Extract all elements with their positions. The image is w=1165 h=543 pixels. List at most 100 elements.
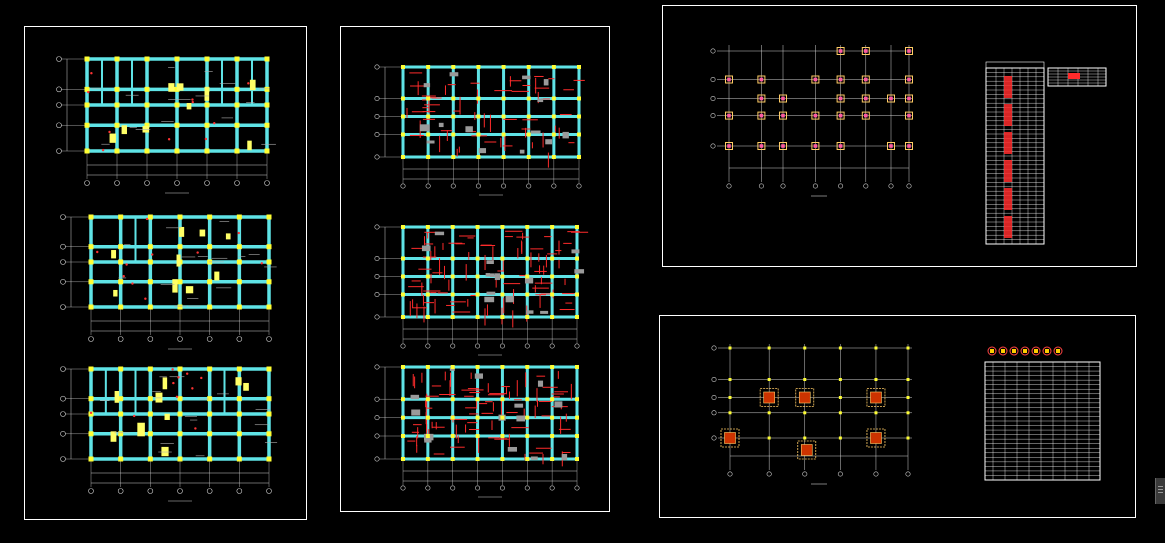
column-marker: [401, 114, 405, 119]
column-marker: [575, 225, 579, 229]
column-marker: [575, 434, 579, 438]
grid-bubble: [56, 56, 62, 62]
section-marker: [108, 130, 111, 134]
column-marker: [501, 155, 506, 159]
footing-section-icon: [1009, 346, 1019, 356]
section-marker: [175, 395, 179, 399]
column-marker: [550, 415, 555, 420]
column-marker: [177, 279, 183, 285]
detail-block: [478, 148, 487, 154]
footing-detail-icons: [987, 346, 1063, 356]
detail-block: [519, 149, 525, 154]
column-marker: [577, 114, 581, 119]
column-marker: [501, 114, 506, 119]
footing-section-core: [1045, 349, 1049, 353]
footing-section-icon: [1020, 346, 1030, 356]
column-marker: [575, 397, 579, 402]
grid-bubble: [711, 345, 717, 351]
foundation-plan-svg: [711, 344, 1101, 485]
grid-bubble: [574, 485, 580, 491]
column-section-detail: [1004, 160, 1012, 182]
foundation-table: [984, 361, 1101, 481]
column-marker: [476, 114, 481, 119]
column-marker: [450, 274, 455, 279]
beam-label-tag: [164, 413, 170, 420]
grid-bubble: [400, 183, 406, 189]
column-outline: [836, 47, 845, 55]
column-marker: [550, 292, 555, 297]
beam-label-tag: [186, 103, 192, 110]
column-marker: [767, 436, 771, 440]
column-marker: [114, 122, 120, 128]
floor-beam-plans-svg: [56, 56, 278, 502]
column-marker: [207, 456, 213, 462]
footing-pad: [800, 444, 813, 456]
grid-bubble: [905, 471, 911, 477]
section-marker: [144, 297, 147, 300]
column-marker: [204, 56, 210, 62]
column-marker: [401, 274, 405, 279]
detail-block: [449, 72, 459, 77]
column-core: [759, 96, 764, 101]
section-marker: [213, 121, 216, 125]
section-marker: [191, 387, 194, 390]
grid-bubble: [475, 343, 481, 349]
drawing-sheet-column-layout[interactable]: [662, 5, 1137, 267]
section-marker: [89, 411, 93, 415]
column-marker: [236, 366, 242, 372]
section-marker: [125, 263, 128, 266]
column-marker: [425, 365, 430, 369]
column-schedule-table: [985, 61, 1045, 245]
section-marker: [96, 250, 99, 254]
column-outline: [836, 142, 845, 150]
column-outline: [905, 94, 913, 103]
column-marker: [236, 244, 242, 250]
column-marker: [88, 396, 94, 402]
grid-bubble: [236, 488, 243, 494]
footing-section-core: [1056, 349, 1060, 353]
column-marker: [550, 256, 555, 261]
column-marker: [838, 436, 842, 440]
column-marker: [88, 214, 94, 220]
grid-bubble: [576, 183, 582, 189]
column-core: [759, 113, 764, 118]
grid-bubble: [726, 183, 732, 189]
column-marker: [475, 225, 480, 229]
column-marker: [401, 457, 405, 461]
column-marker: [525, 397, 530, 402]
column-marker: [266, 279, 272, 285]
grid-bubble: [60, 395, 66, 402]
column-marker: [475, 292, 480, 297]
column-marker: [728, 411, 732, 415]
grid-bubble: [374, 224, 380, 230]
column-section-detail: [1004, 132, 1012, 154]
drawing-sheet-slab-reinforcement[interactable]: [340, 26, 610, 512]
beam-label-tag: [109, 133, 116, 143]
drawing-sheet-foundation-plan[interactable]: [659, 315, 1136, 518]
column-marker: [266, 244, 272, 250]
grid-bubble: [838, 183, 844, 189]
viewport-scroll-handle[interactable]: grip-lines-icon: [1155, 478, 1165, 504]
grid-bubble: [144, 180, 150, 186]
column-core: [727, 113, 731, 118]
column-marker: [177, 244, 183, 250]
section-marker: [167, 138, 171, 141]
beam-label-tag: [179, 226, 185, 237]
column-marker: [174, 102, 180, 108]
grid-bubble: [88, 488, 94, 494]
column-marker: [401, 315, 405, 319]
footing-section-icon: [1053, 346, 1063, 356]
column-marker: [234, 148, 240, 154]
column-marker: [236, 259, 242, 265]
slab-plan-2: [374, 224, 589, 356]
column-outline: [779, 142, 787, 150]
grid-bubble: [60, 430, 66, 437]
column-marker: [207, 214, 213, 220]
column-marker: [401, 292, 405, 297]
drawing-sheet-floor-beam-plans[interactable]: [24, 26, 307, 520]
column-outline: [779, 94, 787, 103]
column-marker: [550, 397, 555, 402]
grid-bubble: [450, 343, 456, 349]
grid-bubble: [499, 343, 505, 349]
column-marker: [147, 396, 153, 402]
